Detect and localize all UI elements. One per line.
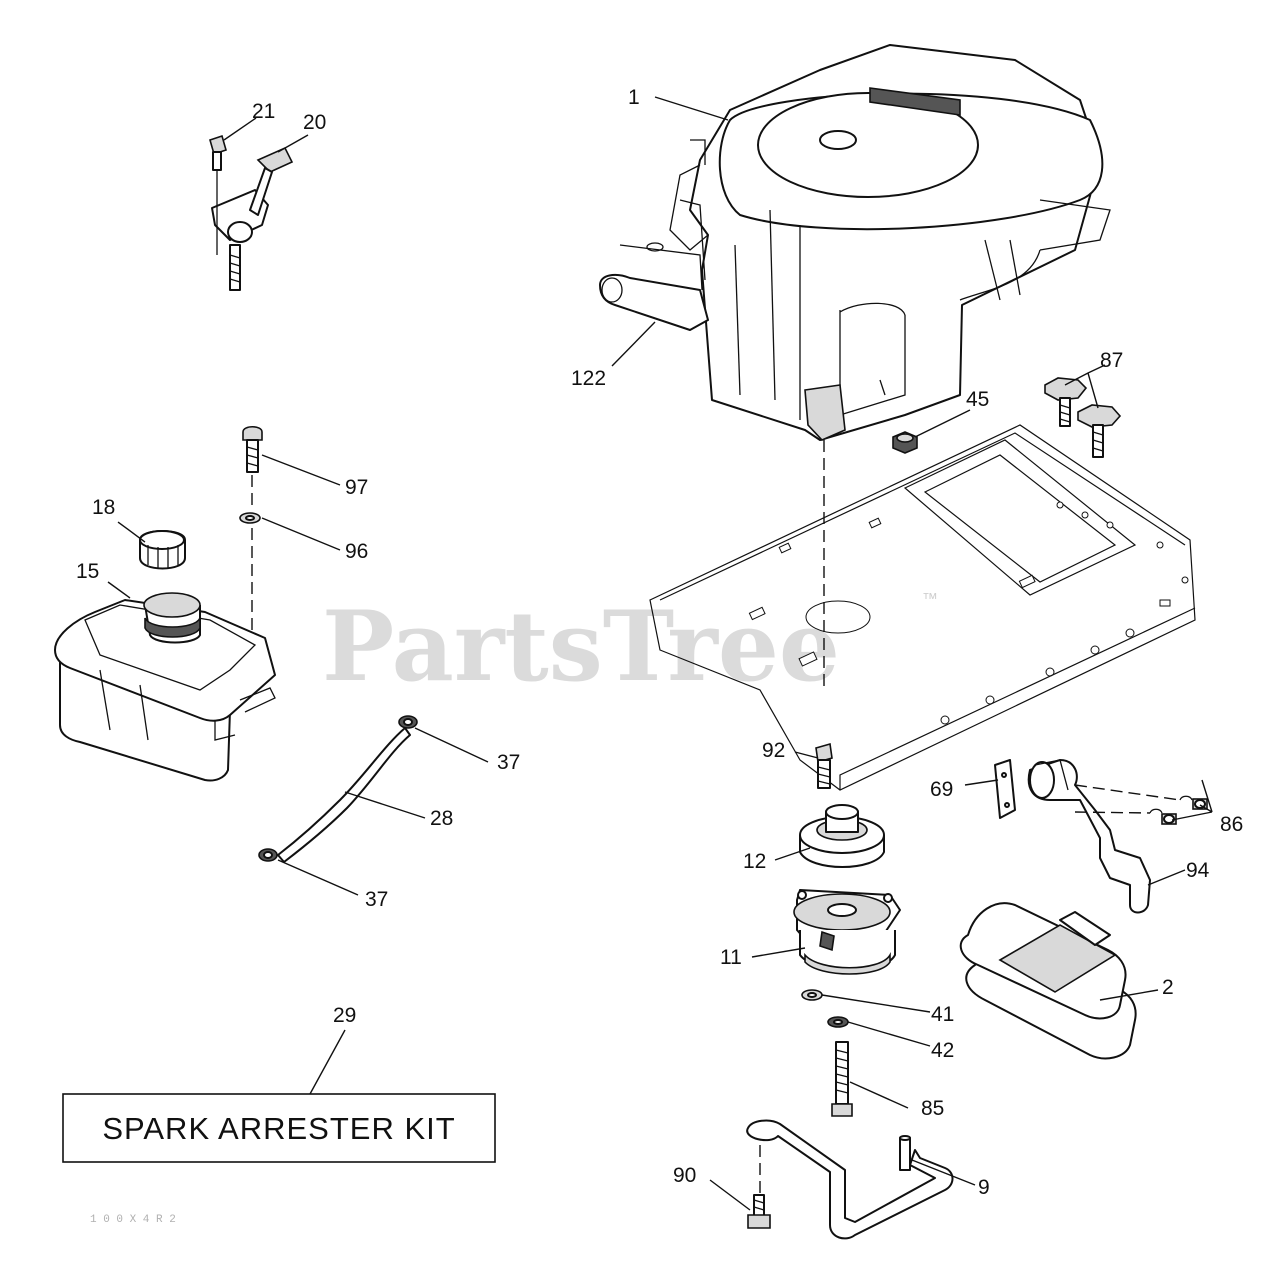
pulley-icon [799,804,885,868]
lock-washer-icon [827,1016,849,1028]
callout-labels: 1 2 9 11 12 15 18 20 21 28 29 37 37 41 4… [76,86,1243,1199]
callout-2: 2 [1162,976,1174,999]
callout-29: 29 [333,1004,356,1027]
nut-icon [892,431,918,454]
hose-clamp-icon [258,848,278,862]
bolt-icon [831,1041,853,1117]
callout-20: 20 [303,111,326,134]
gasket-icon [994,759,1016,819]
fuel-tank-icon [54,592,276,782]
leader-lines [107,96,1213,1211]
bolt-icon [242,425,263,473]
mounting-frame [649,424,1196,791]
callout-86: 86 [1220,813,1243,836]
callout-122: 122 [571,367,606,390]
watermark-text: PartsTree [322,590,840,703]
hose-clamp-icon [398,715,418,729]
callout-1: 1 [628,86,640,109]
callout-97: 97 [345,476,368,499]
engine-bolt-icon [1044,377,1122,458]
air-duct-icon [599,242,709,331]
washer-icon [239,512,261,524]
watermark-tm: ™ [922,591,938,608]
pto-bracket-icon [746,1119,954,1240]
bolt-icon [747,1145,771,1229]
callout-96: 96 [345,540,368,563]
kit-label: SPARK ARRESTER KIT [102,1111,455,1146]
engine-mat-icon [959,902,1137,1060]
spark-arrester-kit-box: SPARK ARRESTER KIT [62,1093,496,1163]
washer-icon [801,989,823,1001]
nut-icon [1074,784,1208,825]
callout-28: 28 [430,807,453,830]
drawing-code: 1 0 0 X 4 R 2 [90,1214,176,1226]
watermark: PartsTree ™ [322,590,938,703]
callout-37-top: 37 [497,751,520,774]
callout-12: 12 [743,850,766,873]
callout-92: 92 [762,739,785,762]
exhaust-pipe-icon [1027,759,1151,914]
callout-15: 15 [76,560,99,583]
callout-69: 69 [930,778,953,801]
bolt-icon [209,134,227,255]
callout-94: 94 [1186,859,1210,882]
callout-85: 85 [921,1097,944,1120]
callout-87: 87 [1100,349,1123,372]
callout-45: 45 [966,388,989,411]
callout-37-bottom: 37 [365,888,388,911]
electric-clutch-icon [793,889,901,975]
callout-9: 9 [978,1176,990,1199]
fuel-cap-icon [139,530,186,570]
callout-90: 90 [673,1164,696,1187]
engine-icon [669,44,1111,441]
bolt-icon [815,742,833,789]
callout-18: 18 [92,496,115,519]
fuel-line-icon [277,727,411,863]
callout-41: 41 [931,1003,954,1026]
callout-11: 11 [720,946,742,969]
callout-42: 42 [931,1039,954,1062]
throttle-control-icon [211,146,294,291]
callout-21: 21 [252,100,275,123]
